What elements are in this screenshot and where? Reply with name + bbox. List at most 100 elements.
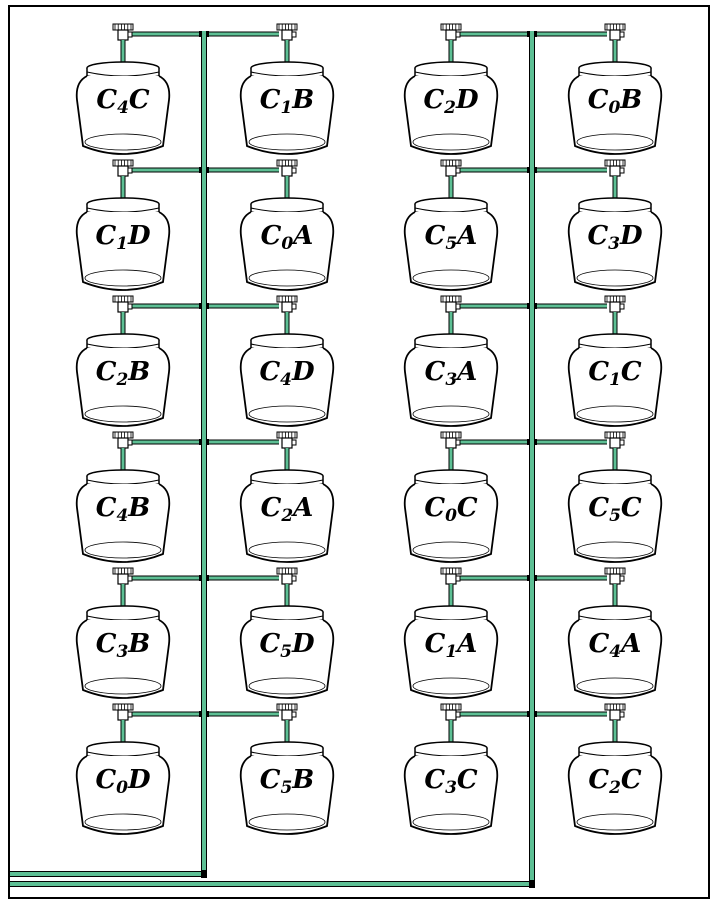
valve-body	[445, 437, 457, 449]
valve-body	[445, 709, 457, 721]
jar-body	[567, 605, 663, 699]
valve-body	[609, 301, 621, 313]
valve-side-port	[455, 711, 461, 718]
jar-1a: C1A	[403, 567, 499, 699]
valve-side-port	[127, 31, 133, 38]
jar-label: C2D	[423, 85, 479, 118]
valve-icon	[276, 567, 298, 585]
jar-label-suffix: C	[457, 493, 478, 523]
valve-comb	[112, 567, 134, 575]
valve-body	[281, 301, 293, 313]
jar-lid-thread	[86, 207, 160, 213]
jar-0d: C0D	[75, 703, 171, 835]
valve-side-port	[127, 439, 133, 446]
valve-icon	[276, 295, 298, 313]
valve-side-port	[455, 303, 461, 310]
jar-4a: C4A	[567, 567, 663, 699]
jar-lid-thread	[578, 207, 652, 213]
jar-body	[75, 197, 171, 291]
jar-label-subscript: 4	[116, 506, 128, 526]
valve-body	[445, 573, 457, 585]
jar-label-suffix: C	[457, 765, 478, 795]
jar-label: C1A	[425, 629, 478, 662]
valve-body	[117, 709, 129, 721]
valve-body	[117, 301, 129, 313]
jar-label-base: C	[95, 221, 116, 251]
valve-body	[117, 29, 129, 41]
jar-label: C0C	[424, 493, 478, 526]
jar-label-suffix: A	[290, 493, 313, 523]
valve-icon	[112, 431, 134, 449]
valve-icon	[112, 159, 134, 177]
jar-label-subscript: 1	[280, 98, 292, 118]
jar-label-subscript: 3	[445, 370, 457, 390]
jar-label: C5A	[425, 221, 478, 254]
jar-3c: C3C	[403, 703, 499, 835]
valve-comb	[604, 23, 626, 31]
jar-base-line	[576, 677, 654, 695]
valve-icon	[440, 23, 462, 41]
jar-3b: C3B	[75, 567, 171, 699]
jar-label: C3A	[425, 357, 478, 390]
jar-label-suffix: C	[621, 357, 642, 387]
jar-label-subscript: 5	[609, 506, 621, 526]
jar-label-base: C	[259, 357, 280, 387]
jar-label-suffix: B	[127, 357, 150, 387]
valve-body	[609, 29, 621, 41]
jar-vessel	[239, 619, 335, 699]
jar-label-suffix: D	[455, 85, 479, 115]
jar-label-subscript: 5	[280, 778, 292, 798]
valve-comb	[440, 431, 462, 439]
valve-comb	[440, 159, 462, 167]
valve-comb	[276, 23, 298, 31]
jar-base-line	[412, 269, 490, 287]
jar-lid-thread	[414, 71, 488, 77]
jar-vessel	[567, 483, 663, 563]
valve-icon	[276, 159, 298, 177]
jar-label-base: C	[589, 629, 610, 659]
jar-label: C3D	[587, 221, 643, 254]
junction-core-row-6-bus-2	[530, 711, 534, 717]
valve-side-port	[619, 711, 625, 718]
jar-label-subscript: 2	[280, 506, 293, 526]
valve-side-port	[455, 167, 461, 174]
jar-3d: C3D	[567, 159, 663, 291]
jar-base-line	[412, 813, 490, 831]
jar-lid-thread	[414, 615, 488, 621]
jar-label-suffix: D	[619, 221, 643, 251]
jar-2a: C2A	[239, 431, 335, 563]
valve-icon	[440, 703, 462, 721]
jar-label-subscript: 1	[116, 234, 128, 254]
jar-label-subscript: 1	[445, 642, 457, 662]
jar-label-suffix: D	[127, 765, 151, 795]
jar-label: C4B	[96, 493, 151, 526]
valve-comb	[112, 23, 134, 31]
jar-2b: C2B	[75, 295, 171, 427]
valve-icon	[440, 431, 462, 449]
jar-lid-thread	[86, 751, 160, 757]
jar-vessel	[567, 211, 663, 291]
jar-5a: C5A	[403, 159, 499, 291]
jar-body	[403, 61, 499, 155]
jar-body	[403, 333, 499, 427]
jar-lid-thread	[578, 479, 652, 485]
jar-label-base: C	[96, 357, 117, 387]
valve-icon	[276, 431, 298, 449]
jar-vessel	[75, 619, 171, 699]
jar-lid-thread	[414, 207, 488, 213]
valve-icon	[276, 23, 298, 41]
jar-vessel	[75, 755, 171, 835]
jar-base-line	[576, 541, 654, 559]
junction-core-row-2-bus-2	[530, 167, 534, 173]
valve-side-port	[127, 167, 133, 174]
jar-base-line	[248, 541, 326, 559]
junction-core-row-5-bus-1	[202, 575, 206, 581]
valve-icon	[112, 295, 134, 313]
jar-vessel	[567, 755, 663, 835]
bus-elbow-1	[201, 870, 207, 878]
jar-label: C2A	[261, 493, 314, 526]
jar-base-line	[84, 269, 162, 287]
valve-icon	[112, 703, 134, 721]
jar-label-subscript: 5	[445, 234, 457, 254]
